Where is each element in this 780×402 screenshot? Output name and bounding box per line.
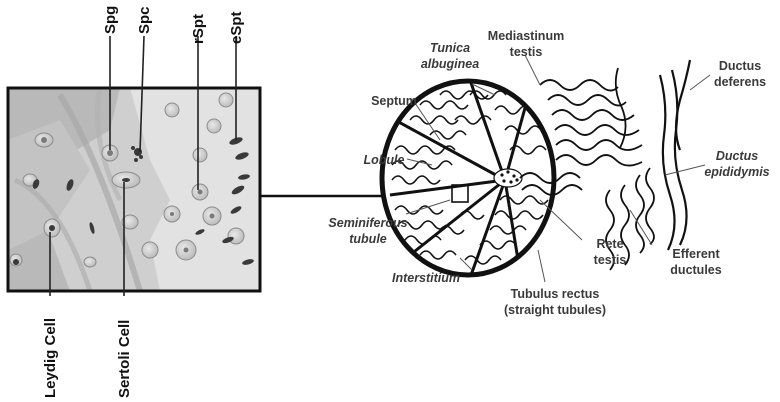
label-tubulus-line2: (straight tubules) [504, 303, 606, 317]
label-spg: Spg [102, 6, 119, 34]
label-espt: eSpt [228, 11, 245, 44]
testis-diagram [382, 60, 690, 278]
label-mediastinum-line2: testis [510, 45, 543, 59]
label-tunica-line1: Tunica [430, 41, 470, 55]
label-septum: Septum [371, 94, 417, 108]
label-ductus-deferens-line2: deferens [714, 75, 766, 89]
label-seminiferous-line2: tubule [349, 232, 387, 246]
label-ductus-epididymis-line1: Ductus [716, 149, 758, 163]
label-tubulus-line1: Tubulus rectus [511, 287, 600, 301]
label-rspt: rSpt [190, 14, 207, 44]
label-leydig-cell: Leydig Cell [42, 318, 59, 398]
label-interstitium: Interstitium [392, 271, 460, 285]
label-lobule: Lobule [364, 153, 405, 167]
label-rete-line2: testis [594, 253, 627, 267]
label-sertoli-cell: Sertoli Cell [116, 320, 133, 398]
label-spc: Spc [136, 6, 153, 34]
label-ductus-epididymis-line2: epididymis [704, 165, 769, 179]
label-ductus-deferens-line1: Ductus [719, 59, 761, 73]
label-rete-line1: Rete [596, 237, 623, 251]
label-efferent-line2: ductules [670, 263, 721, 277]
label-efferent-line1: Efferent [672, 247, 720, 261]
micrograph-panel [8, 88, 260, 291]
label-seminiferous-line1: Seminiferous [328, 216, 407, 230]
label-tunica-line2: albuginea [421, 57, 479, 71]
label-mediastinum-line1: Mediastinum [488, 29, 564, 43]
